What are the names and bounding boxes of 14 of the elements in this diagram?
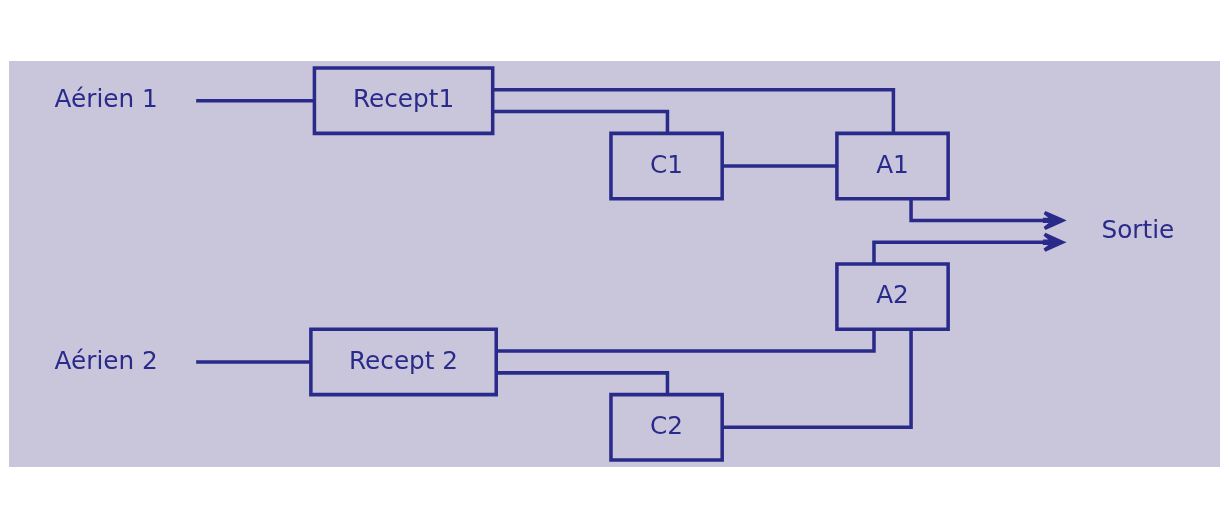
connector bbox=[722, 329, 913, 429]
node-box: A2 bbox=[835, 261, 950, 331]
node-text: Aérien 2 bbox=[54, 345, 158, 374]
node-box: C2 bbox=[609, 392, 724, 462]
node-text: Sortie bbox=[1101, 214, 1175, 244]
node-box: Recept 2 bbox=[309, 327, 498, 396]
node-box: C1 bbox=[609, 131, 724, 200]
connector bbox=[196, 98, 315, 102]
node-text: Aérien 1 bbox=[54, 83, 158, 113]
connector bbox=[492, 87, 896, 133]
connector bbox=[196, 359, 311, 364]
node-box: Recept1 bbox=[312, 65, 495, 135]
node-box: A1 bbox=[835, 131, 950, 200]
connector bbox=[722, 163, 837, 168]
